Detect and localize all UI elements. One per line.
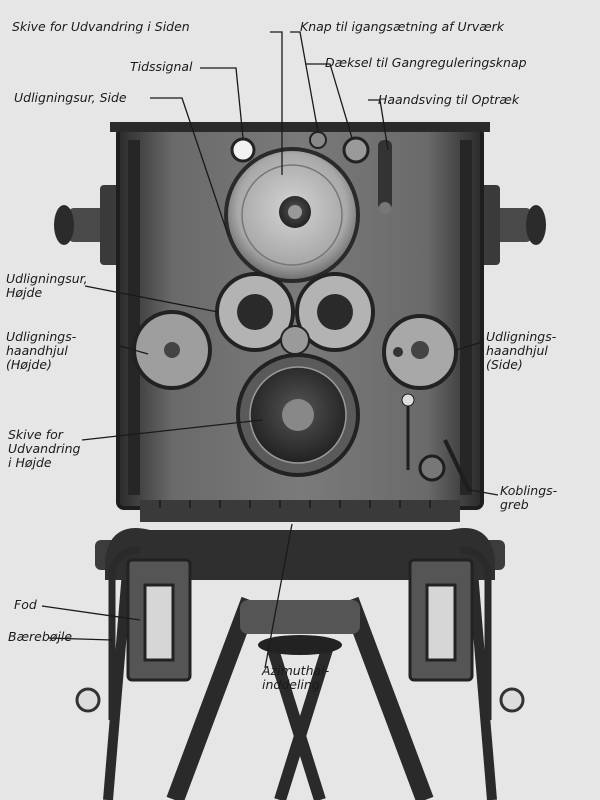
coupling-lever [401, 393, 472, 493]
bail-ring-right [499, 687, 525, 713]
label-compensation-clock-side: Udligningsur, Side [14, 90, 127, 105]
label-height-handwheel: Udlignings- haandhjul (Højde) [6, 329, 77, 372]
clock-start-knob [309, 131, 327, 149]
label-compensation-clock-height: Udligningsur, Højde [6, 271, 88, 300]
compensation-clock-height [295, 272, 375, 352]
bail-ring-left [75, 687, 101, 713]
tripod-legs [103, 559, 497, 800]
label-side-handwheel: Udlignings- haandhjul (Side) [486, 329, 557, 372]
height-deviation-dial [236, 353, 360, 477]
label-carrying-bail: Bærebøjle [8, 629, 73, 644]
foot-left [126, 558, 192, 682]
label-time-signal: Tidssignal [130, 59, 193, 74]
azimuth-scale [159, 500, 431, 508]
label-rate-knob-cover: Dæksel til Gangreguleringsknap [325, 55, 527, 70]
side-deviation-dial [224, 147, 360, 283]
label-height-deviation-dial: Skive for Udvandring i Højde [8, 427, 81, 470]
base-frame [95, 528, 505, 655]
compensation-clock-side [215, 272, 295, 352]
foot-right [408, 558, 474, 682]
label-foot: Fod [14, 597, 37, 612]
height-handwheel [132, 310, 212, 390]
side-handwheel [382, 314, 458, 390]
winding-crank [378, 140, 392, 214]
center-hub [280, 325, 310, 355]
label-azimuth-scale: Azimuthal- inddeling [262, 663, 330, 692]
leader-lines [41, 31, 499, 669]
label-coupling-lever: Koblings- greb [500, 483, 558, 512]
label-clock-start-knob: Knap til igangsætning af Urværk [300, 19, 505, 34]
label-winding-crank: Haandsving til Optræk [378, 92, 520, 107]
rate-knob-cover [342, 136, 370, 164]
label-side-deviation-dial: Skive for Udvandring i Siden [12, 19, 190, 34]
carrying-bail [108, 546, 492, 720]
time-signal-lamp [230, 137, 256, 163]
